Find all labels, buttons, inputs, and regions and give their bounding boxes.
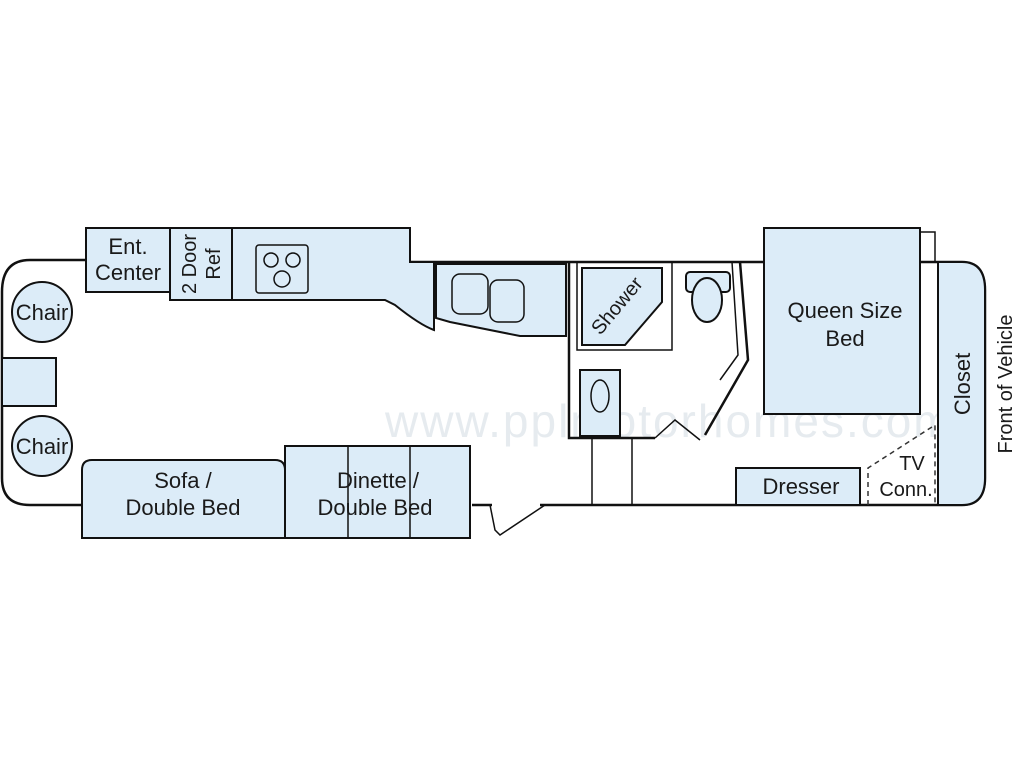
shower: Shower (581, 267, 663, 346)
refrigerator: 2 Door Ref (169, 227, 233, 301)
queen-size-bed: Queen Size Bed (763, 227, 936, 415)
dinette-label-1: Dinette / (337, 468, 420, 493)
queen-bed-label-2: Bed (825, 326, 864, 351)
ref-label-1: 2 Door (179, 234, 201, 294)
tv-label-1: TV (899, 453, 925, 475)
sofa-label-2: Double Bed (126, 495, 241, 520)
chair-bottom-label: Chair (16, 434, 69, 459)
closet: Closet (937, 261, 986, 506)
front-of-vehicle-label: Front of Vehicle (995, 315, 1017, 454)
tv-connection: TV Conn. (867, 423, 936, 505)
chair-top-label: Chair (16, 300, 69, 325)
ent-center: Ent. Center (85, 227, 171, 293)
dresser: Dresser (735, 467, 861, 506)
toilet-icon (685, 271, 731, 323)
queen-bed-label-1: Queen Size (788, 298, 903, 323)
ref-label-2: Ref (203, 248, 225, 280)
chair-top: Chair (11, 281, 73, 343)
kitchen-counter (231, 227, 567, 337)
closet-label: Closet (950, 353, 975, 415)
ent-center-label-1: Ent. (108, 234, 147, 259)
sofa-double-bed: Sofa / Double Bed (81, 459, 286, 539)
sink-basin-icon (489, 279, 525, 323)
bathroom-walls (567, 261, 750, 505)
side-table (1, 357, 57, 407)
sink-basin-icon (590, 379, 610, 413)
chair-bottom: Chair (11, 415, 73, 477)
sofa-label-1: Sofa / (154, 468, 212, 493)
ent-center-label-2: Center (95, 260, 161, 285)
dinette-double-bed: Dinette / Double Bed (284, 445, 471, 539)
dresser-label: Dresser (762, 474, 839, 499)
entry-door (489, 504, 546, 536)
bathroom-sink (579, 369, 621, 437)
tv-label-2: Conn. (879, 479, 932, 501)
stove-icon (255, 244, 309, 294)
sink-basin-icon (451, 273, 489, 315)
dinette-label-2: Double Bed (318, 495, 433, 520)
